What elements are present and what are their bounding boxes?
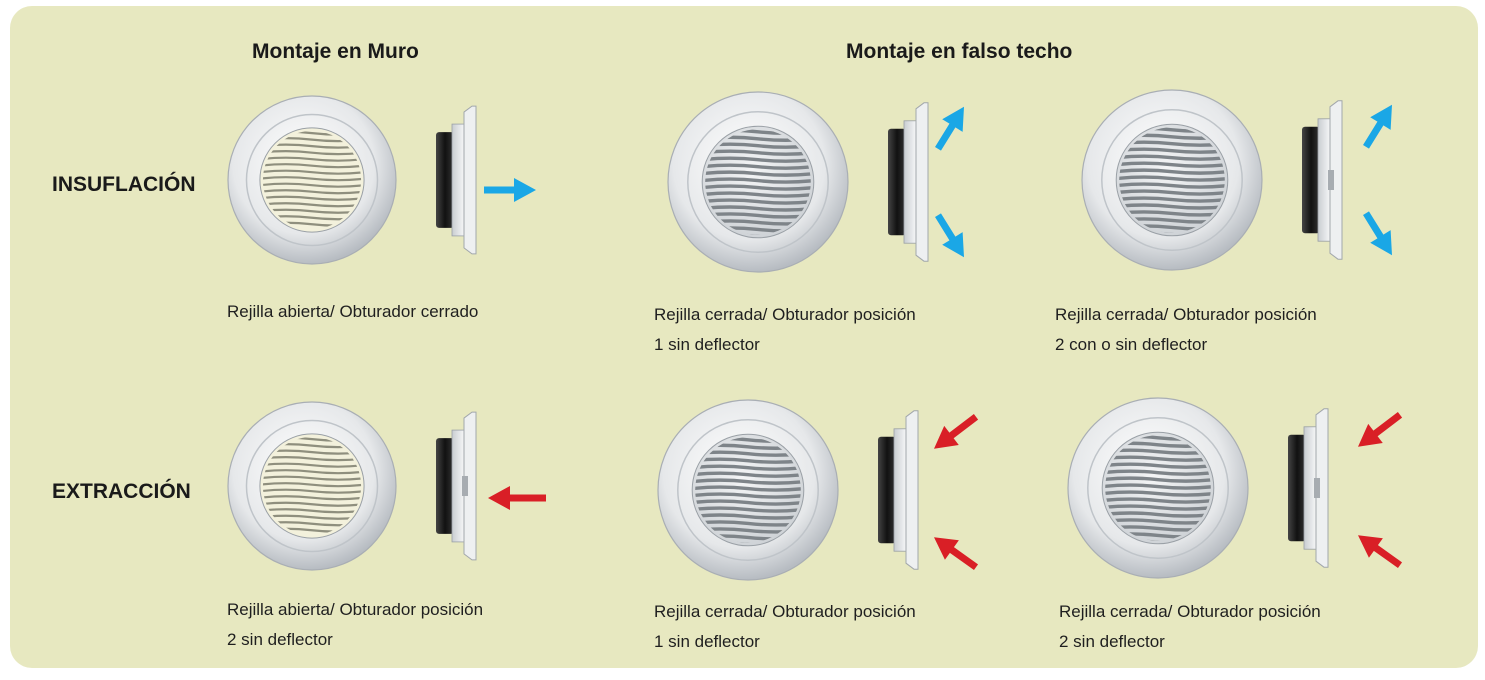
caption-line: Rejilla cerrada/ Obturador posición bbox=[1059, 602, 1321, 621]
caption-line: Rejilla cerrada/ Obturador posición bbox=[1055, 305, 1317, 324]
row-label-supply: INSUFLACIÓN bbox=[52, 173, 196, 196]
unit-supply-ceiling-1 bbox=[667, 91, 1028, 282]
extract-arrow-icon bbox=[1357, 535, 1403, 569]
grille-front bbox=[657, 399, 839, 581]
caption-line: 2 con o sin deflector bbox=[1055, 335, 1208, 354]
caption-line: 2 sin deflector bbox=[227, 630, 333, 649]
grille-front bbox=[1067, 397, 1249, 579]
unit-extract-ceiling-1 bbox=[657, 399, 1018, 590]
unit-extract-ceiling-2 bbox=[1067, 397, 1428, 588]
grille-front bbox=[1081, 89, 1263, 271]
extract-arrow-icon bbox=[488, 486, 546, 510]
extract-arrow-icon bbox=[1358, 412, 1403, 447]
caption-line: 1 sin deflector bbox=[654, 335, 760, 354]
unit-supply-ceiling-2 bbox=[1081, 89, 1442, 280]
unit-supply-wall bbox=[227, 95, 576, 274]
grille-side-profile bbox=[1288, 408, 1329, 568]
caption-extract-ceiling-2: Rejilla cerrada/ Obturador posición 2 si… bbox=[1059, 597, 1321, 657]
header-wall-mount: Montaje en Muro bbox=[252, 40, 419, 63]
caption-line: Rejilla abierta/ Obturador cerrado bbox=[227, 302, 479, 321]
grille-front bbox=[667, 91, 849, 273]
caption-line: Rejilla cerrada/ Obturador posición bbox=[654, 602, 916, 621]
grille-front bbox=[227, 401, 397, 571]
caption-extract-wall: Rejilla abierta/ Obturador posición 2 si… bbox=[227, 595, 483, 655]
row-label-extract: EXTRACCIÓN bbox=[52, 480, 191, 503]
caption-line: 2 sin deflector bbox=[1059, 632, 1165, 651]
caption-extract-ceiling-1: Rejilla cerrada/ Obturador posición 1 si… bbox=[654, 597, 916, 657]
supply-arrow-icon bbox=[1363, 211, 1392, 256]
grille-side-profile bbox=[1302, 100, 1343, 260]
caption-line: Rejilla cerrada/ Obturador posición bbox=[654, 305, 916, 324]
supply-arrow-icon bbox=[935, 106, 964, 151]
unit-extract-wall bbox=[227, 401, 576, 580]
extract-arrow-icon bbox=[933, 537, 979, 571]
supply-arrow-icon bbox=[935, 213, 964, 258]
grille-front bbox=[227, 95, 397, 265]
grille-side-profile bbox=[888, 102, 929, 262]
caption-line: 1 sin deflector bbox=[654, 632, 760, 651]
header-ceiling-mount: Montaje en falso techo bbox=[846, 40, 1073, 63]
grille-side-profile bbox=[436, 411, 477, 561]
caption-supply-ceiling-1: Rejilla cerrada/ Obturador posición 1 si… bbox=[654, 300, 916, 360]
grille-side-profile bbox=[436, 105, 477, 255]
caption-supply-ceiling-2: Rejilla cerrada/ Obturador posición 2 co… bbox=[1055, 300, 1317, 360]
grille-side-profile bbox=[878, 410, 919, 570]
caption-line: Rejilla abierta/ Obturador posición bbox=[227, 600, 484, 619]
extract-arrow-icon bbox=[934, 414, 979, 449]
supply-arrow-icon bbox=[484, 178, 536, 202]
caption-supply-wall: Rejilla abierta/ Obturador cerrado bbox=[227, 297, 478, 327]
supply-arrow-icon bbox=[1363, 104, 1392, 149]
